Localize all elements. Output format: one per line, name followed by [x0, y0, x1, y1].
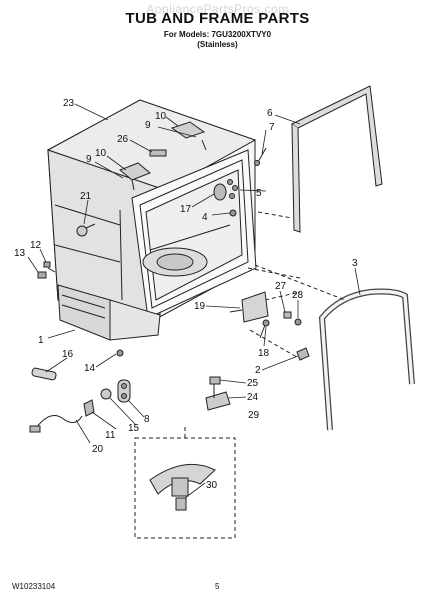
callout-9b: 9 — [86, 154, 92, 165]
part-16-component — [31, 367, 57, 381]
watermark: AppliancePartsPros.com — [146, 2, 289, 16]
callout-10a: 10 — [155, 111, 167, 122]
vent-fasteners — [213, 179, 238, 217]
leader-lines — [247, 264, 346, 361]
callout-29: 29 — [248, 410, 260, 421]
callout-17: 17 — [180, 204, 192, 215]
callout-12: 12 — [30, 240, 42, 251]
callout-10b: 10 — [95, 148, 107, 159]
tub-assembly — [46, 99, 257, 341]
side-screws — [37, 261, 56, 279]
part-6-top-seal — [257, 85, 383, 233]
part-19-bracket — [229, 291, 269, 323]
models-line: For Models: 7GU3200XTVY0 — [163, 30, 272, 39]
callout-7: 7 — [269, 122, 275, 133]
callout-8: 8 — [144, 414, 150, 425]
part-21-plug — [76, 223, 96, 237]
part-3-door-gasket — [318, 288, 415, 431]
callout-leaders — [27, 103, 361, 499]
page-title: TUB AND FRAME PARTS — [125, 10, 310, 27]
callout-20: 20 — [92, 444, 104, 455]
callout-19: 19 — [194, 301, 206, 312]
parts-8-11-15 — [83, 379, 131, 417]
callout-5: 5 — [256, 188, 262, 199]
parts-27-28 — [283, 311, 302, 326]
callout-24: 24 — [247, 392, 259, 403]
top-hinge-brackets — [119, 121, 207, 191]
callout-28: 28 — [292, 290, 304, 301]
doc-number: W10233104 — [12, 582, 56, 591]
callout-3: 3 — [352, 258, 358, 269]
callout-4: 4 — [202, 212, 208, 223]
callout-18: 18 — [258, 348, 270, 359]
variant-label: (Stainless) — [197, 40, 238, 49]
callout-30: 30 — [206, 480, 218, 491]
part-7-screw — [254, 147, 267, 166]
callout-25: 25 — [247, 378, 259, 389]
part-18-screw — [259, 319, 270, 339]
callout-26: 26 — [117, 134, 129, 145]
callout-11: 11 — [105, 430, 116, 441]
callout-1: 1 — [38, 335, 44, 346]
callout-13: 13 — [14, 248, 26, 259]
page-number: 5 — [215, 582, 220, 591]
callout-14: 14 — [84, 363, 96, 374]
callout-6: 6 — [267, 108, 273, 119]
callout-15: 15 — [128, 423, 140, 434]
part-14-screw — [116, 349, 124, 357]
callout-21: 21 — [80, 191, 92, 202]
part-20-wire — [29, 415, 83, 433]
callout-16: 16 — [62, 349, 74, 360]
callout-27: 27 — [275, 281, 287, 292]
callout-2: 2 — [255, 365, 261, 376]
callout-23: 23 — [63, 98, 75, 109]
parts-2-24-25 — [205, 347, 310, 411]
callout-9a: 9 — [145, 120, 151, 131]
part-29-box — [134, 425, 236, 539]
callout-labels: 23 10 9 26 10 9 21 17 4 7 5 6 3 12 13 1 … — [14, 98, 358, 491]
